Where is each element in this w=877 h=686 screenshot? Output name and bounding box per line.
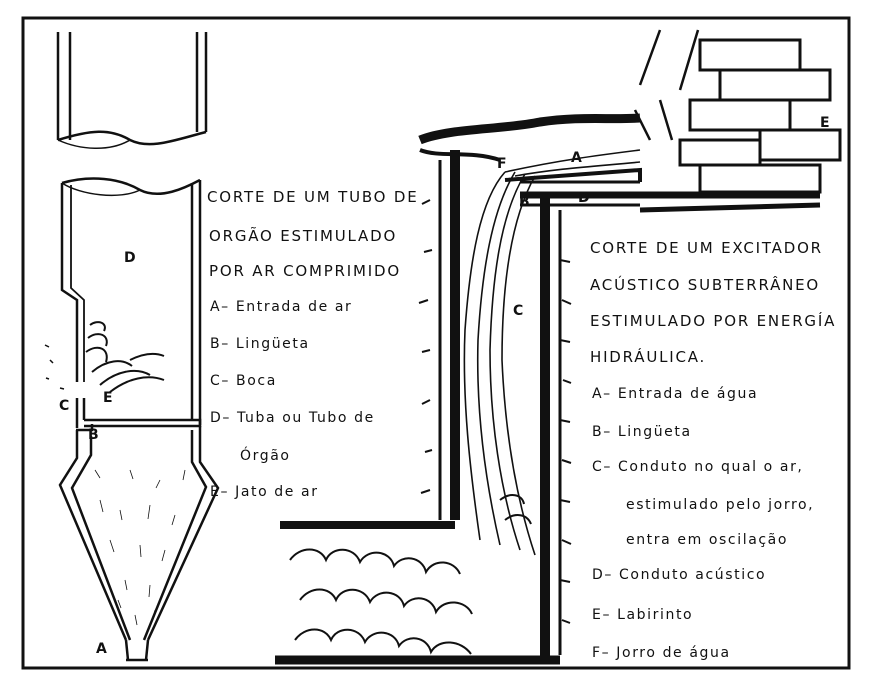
exciter-legend-item: entra em oscilação [626,532,789,548]
exciter-legend-item: E– Labirinto [592,607,694,623]
organ-legend-item: B– Lingüeta [210,336,310,352]
brick-wall [678,38,842,194]
frame-border [21,16,851,670]
exciter-legend-item: B– Lingüeta [592,424,692,440]
exciter-title-line-4: HIDRÁULICA. [590,348,707,366]
organ-label-c: C [59,398,70,414]
exciter-title-line-2: ACÚSTICO SUBTERRÂNEO [590,276,821,294]
water-pool [289,494,532,655]
organ-legend-item: Órgão [240,448,291,464]
exciter-legend-item: F– Jorro de água [592,645,731,661]
organ-pipe [56,32,220,662]
organ-label-b: B [88,427,99,443]
exciter-label-d: D [578,190,590,206]
organ-title-line-2: ORGÃO ESTIMULADO [209,227,398,245]
exciter-title-line-1: CORTE DE UM EXCITADOR [590,239,823,257]
exciter-label-f: F [497,156,507,172]
exciter-legend-item: A– Entrada de água [592,386,759,402]
exciter-label-b: B [519,194,530,210]
exciter-label-e: E [820,115,830,131]
exciter-title-line-3: ESTIMULADO POR ENERGÍA [590,312,837,330]
exciter-legend-item: C– Conduto no qual o ar, [592,459,804,475]
organ-label-e: E [103,390,113,406]
exciter-legend-item: D– Conduto acústico [592,567,767,583]
organ-title-line-3: POR AR COMPRIMIDO [209,262,401,280]
organ-legend-item: D– Tuba ou Tubo de [210,410,375,426]
organ-label-d: D [124,250,136,266]
exciter-label-a: A [571,150,582,166]
exciter-label-c: C [513,303,524,319]
exciter-legend-item: estimulado pelo jorro, [626,497,815,513]
organ-label-a: A [96,641,107,657]
air-jet [44,321,165,393]
organ-legend-item: C– Boca [210,373,277,389]
water-jet [463,149,641,556]
organ-legend-item: A– Entrada de ar [210,299,353,315]
organ-legend-item: E– Jato de ar [210,484,319,500]
exciter-structure [275,29,821,665]
organ-title-line-1: CORTE DE UM TUBO DE [207,188,419,206]
